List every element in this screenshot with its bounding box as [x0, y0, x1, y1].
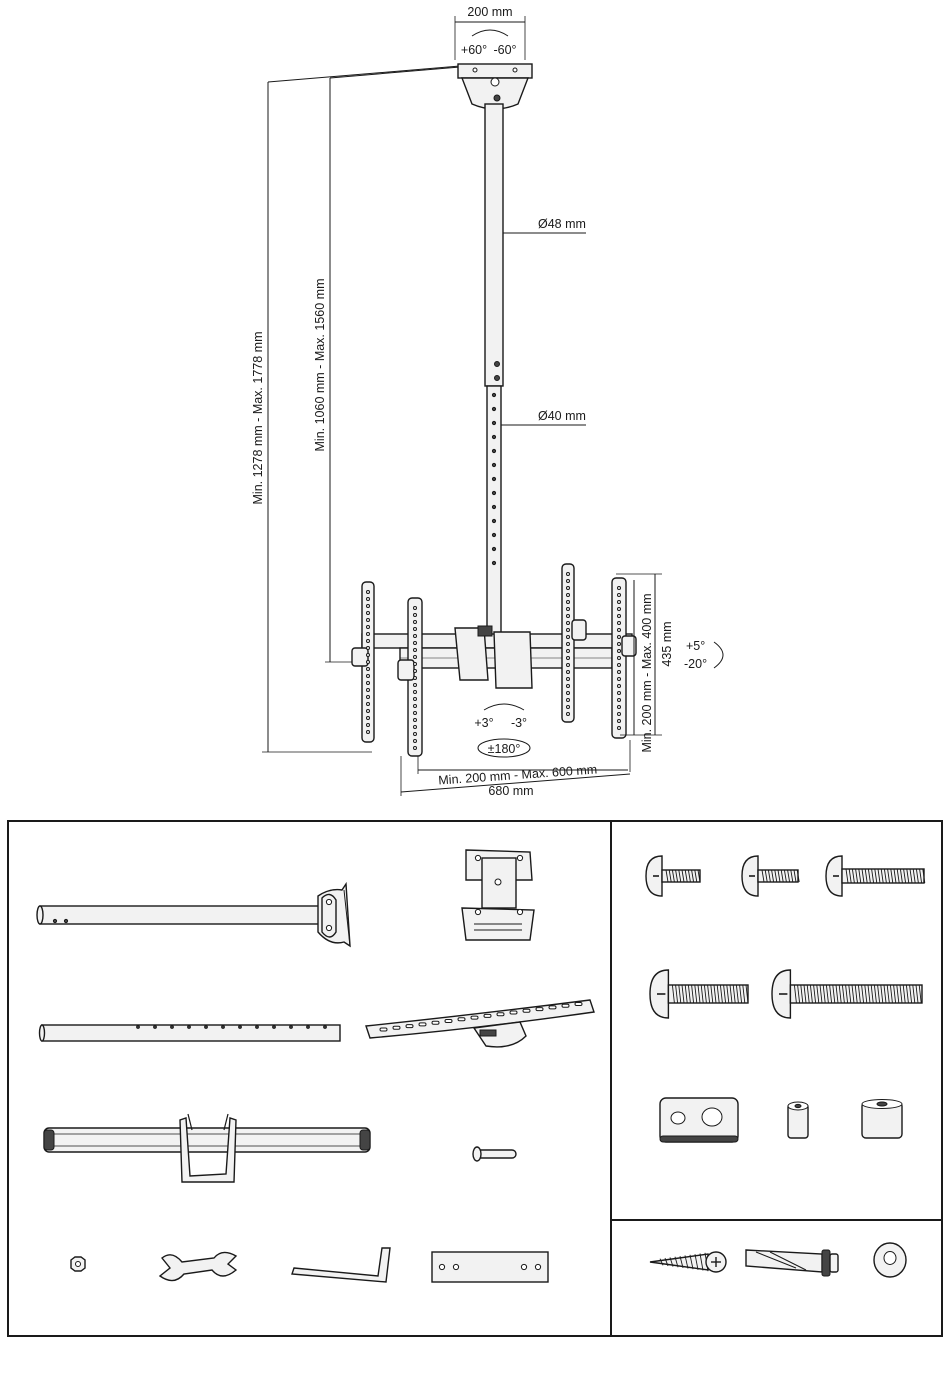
nut-part — [71, 1257, 85, 1271]
upper-tube-part — [37, 884, 350, 946]
bolt-short-b — [742, 856, 799, 896]
main-parts-panel — [37, 850, 594, 1282]
bracket-height-label: 435 mm — [660, 621, 674, 666]
assembled-mount-drawing: 200 mm +60° -60° Ø48 mm Ø40 mm Min. 1278… — [251, 5, 723, 798]
crossbar-part — [366, 1000, 594, 1047]
bracket-front-right — [612, 578, 636, 738]
swivel-plate-part — [462, 850, 534, 940]
wrench-part — [160, 1252, 236, 1280]
small-spacer-part — [788, 1102, 808, 1138]
swivel-minus-label: -60° — [493, 43, 516, 57]
allen-key-part — [292, 1248, 390, 1282]
level-minus-label: -3° — [511, 716, 527, 730]
rotation-label: ±180° — [488, 742, 521, 756]
bolt-long-b — [772, 970, 922, 1018]
wood-screw-part — [650, 1252, 726, 1272]
inner-tube-diameter-label: Ø40 mm — [538, 409, 586, 423]
bracket-front-left — [398, 598, 422, 756]
spacer-plate-part — [432, 1252, 548, 1282]
tilt-plus-label: +5° — [686, 639, 705, 653]
inner-tube-part — [40, 1025, 341, 1041]
tilt-minus-label: -20° — [684, 657, 707, 671]
pin-part — [473, 1147, 516, 1161]
outer-tube-diameter-label: Ø48 mm — [538, 217, 586, 231]
horizontal-rail-part — [44, 1114, 370, 1182]
pole-height-label: Min. 1060 mm - Max. 1560 mm — [313, 279, 327, 452]
bolt-short-a — [646, 856, 700, 896]
bracket-rear-left — [352, 582, 374, 742]
level-plus-label: +3° — [474, 716, 493, 730]
top-plate-width-label: 200 mm — [467, 5, 512, 19]
vesa-vertical-label: Min. 200 mm - Max. 400 mm — [640, 593, 654, 752]
washer-part — [874, 1243, 906, 1277]
total-width-label: 680 mm — [488, 784, 533, 798]
wall-anchor-part — [746, 1250, 838, 1276]
total-height-label: Min. 1278 mm - Max. 1778 mm — [251, 332, 265, 505]
bolt-long-a — [650, 970, 748, 1018]
swivel-plus-label: +60° — [461, 43, 487, 57]
hardware-panel — [646, 856, 925, 1277]
large-spacer-part — [862, 1100, 902, 1139]
bolt-medium — [826, 856, 925, 896]
washer-plate-part — [660, 1098, 738, 1142]
